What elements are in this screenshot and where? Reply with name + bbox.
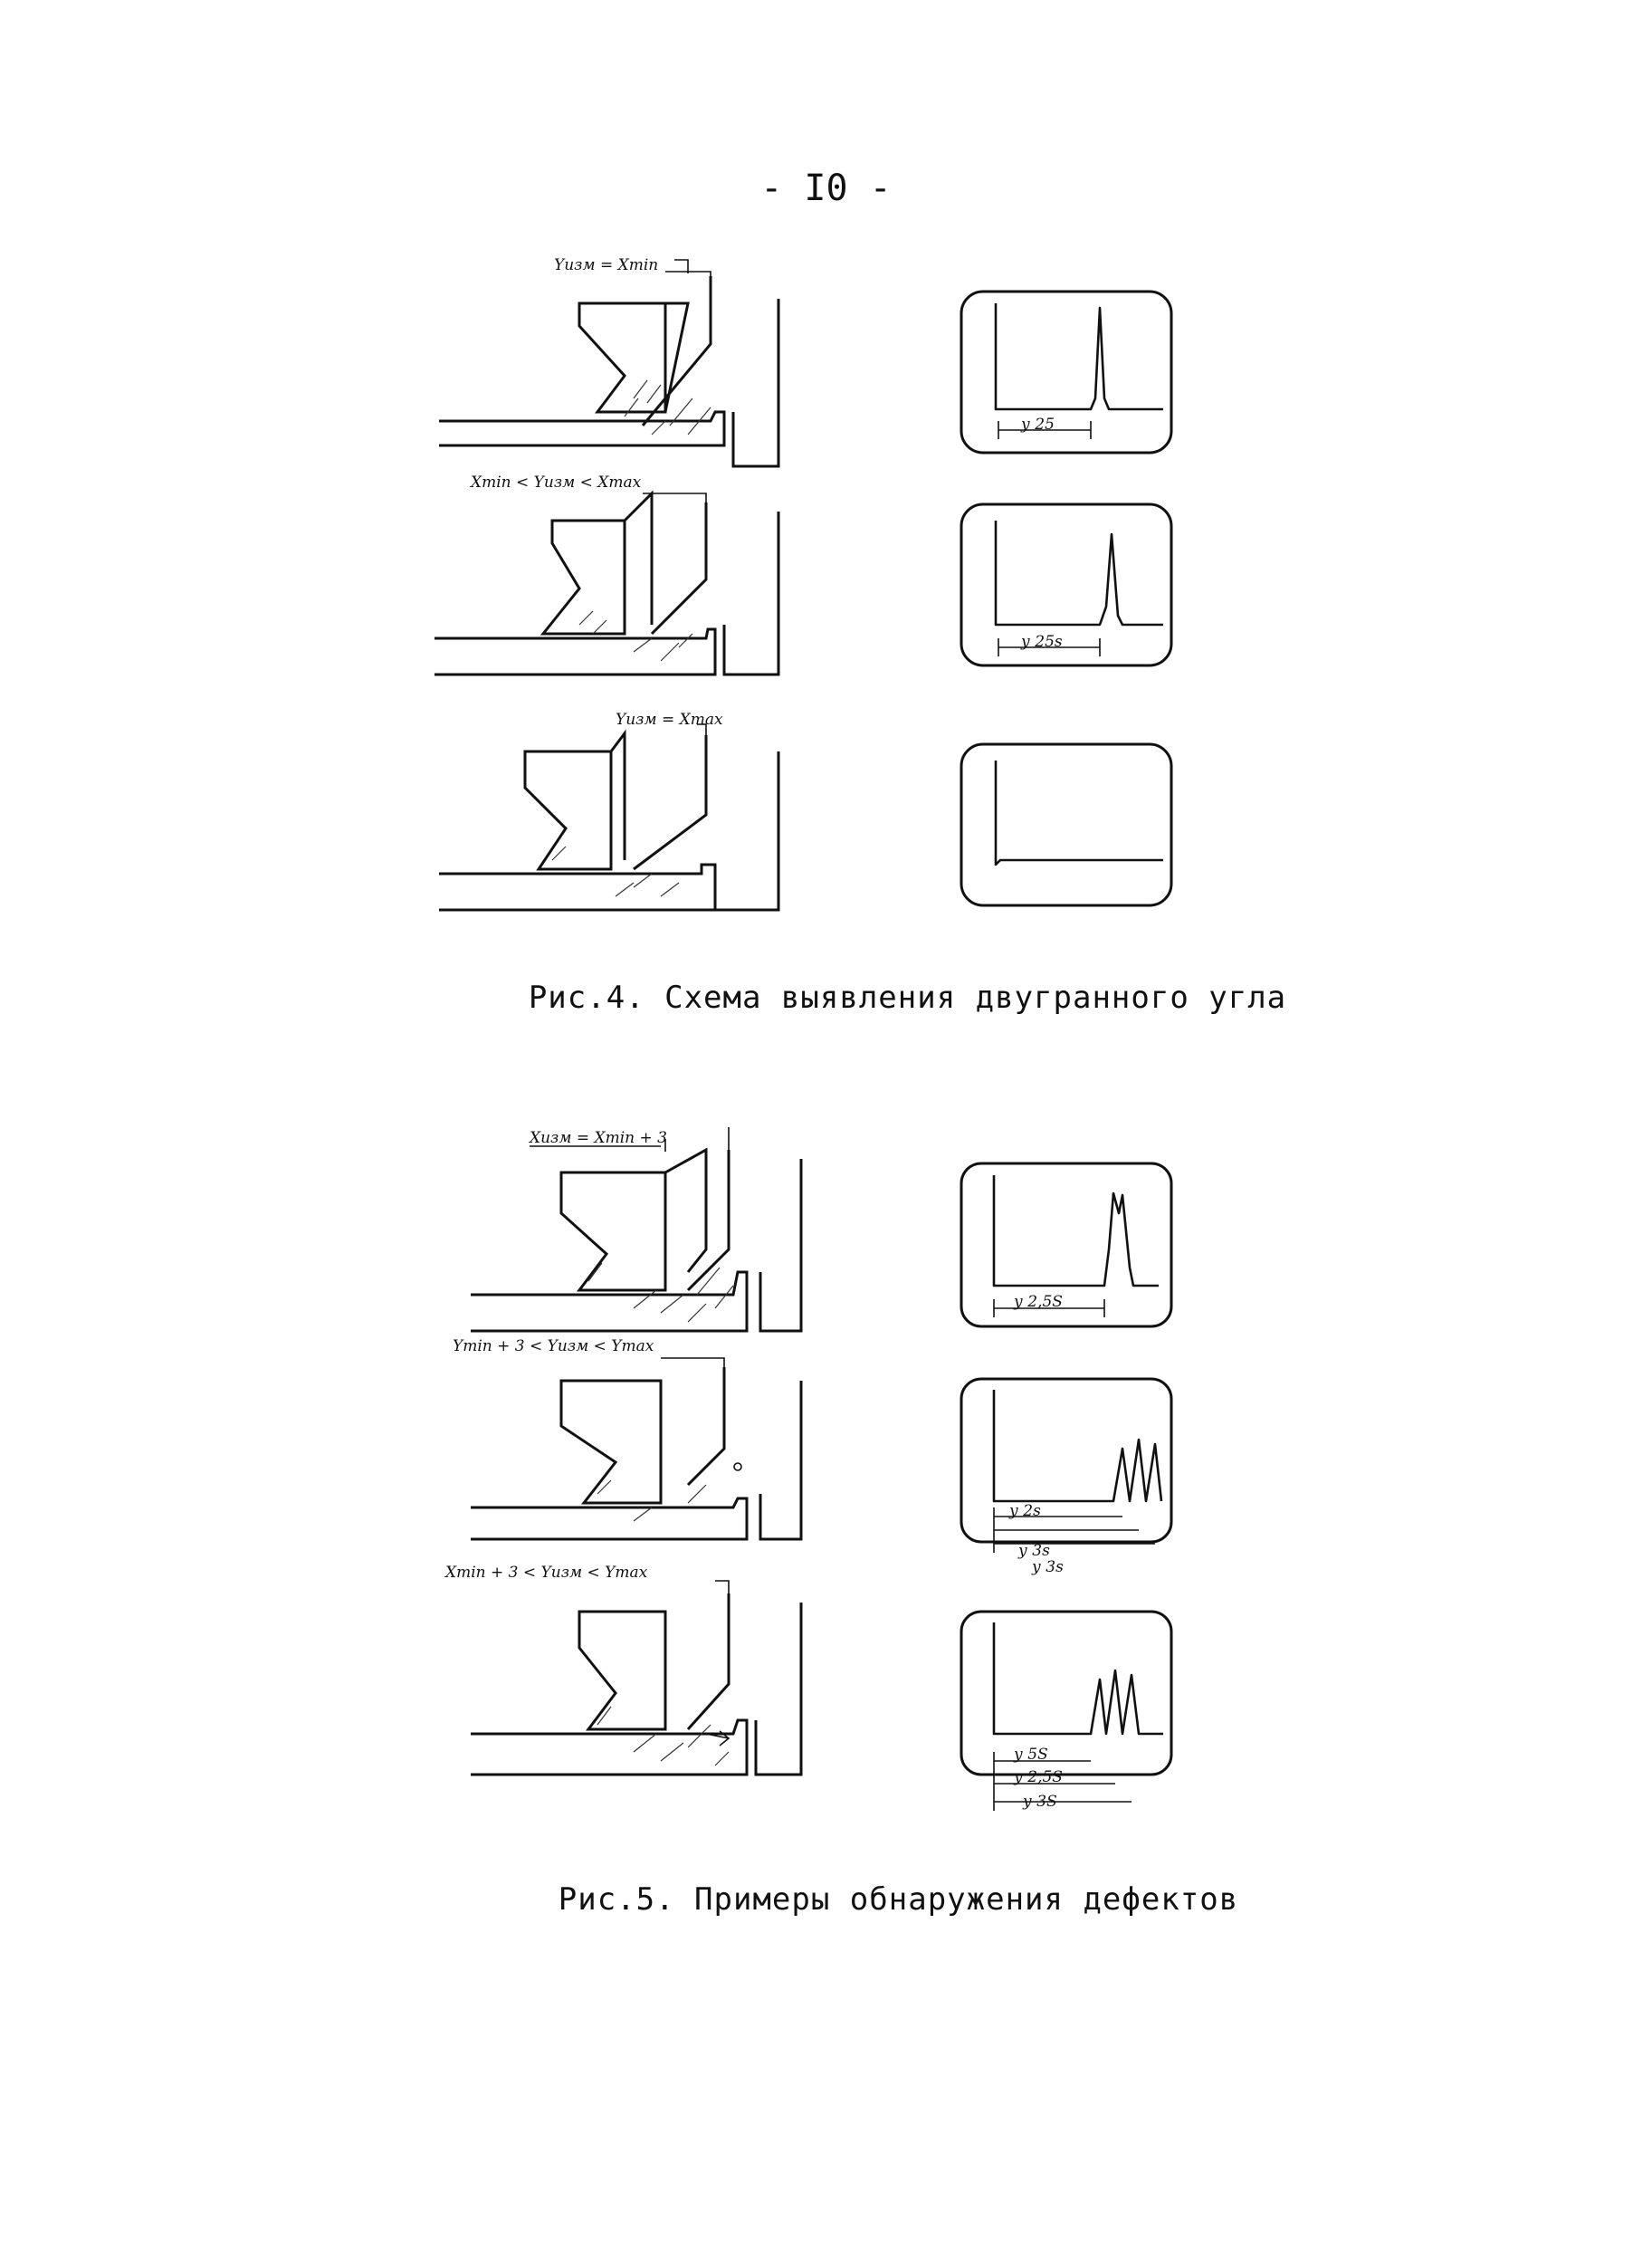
fig4-row-2: Xmin < Yизм < Xmax xyxy=(434,474,780,676)
fig5-screen1-label-1: у 2,5S xyxy=(1013,1293,1063,1311)
fig5-screen3-label-1: у 5S xyxy=(1013,1746,1048,1764)
fig4-screen-1: у 25 xyxy=(960,290,1173,455)
fig5-screen-2: у 2s у 3s у 3s xyxy=(960,1377,1173,1576)
fig4-row-1: Yизм = Xmin xyxy=(439,256,780,468)
page-number: - I0 - xyxy=(760,167,892,209)
fig5-screen2-label-3: у 3s xyxy=(1031,1558,1064,1576)
figure5-caption: Рис.5. Примеры обнаружения дефектов xyxy=(558,1881,1239,1918)
fig5-row2-condition: Ymin + 3 < Yизм < Ymax xyxy=(453,1337,654,1355)
fig5-row1-condition: Xизм = Xmin + 3 xyxy=(528,1129,667,1147)
fig4-row-3: Yизм = Xmax xyxy=(439,711,780,912)
fig4-row1-condition: Yизм = Xmin xyxy=(554,256,658,274)
figure4-caption: Рис.4. Схема выявления двугранного угла xyxy=(528,980,1287,1016)
fig4-screen-2: у 25s xyxy=(960,502,1173,667)
fig4-screen1-label: у 25 xyxy=(1020,416,1055,434)
fig5-screen2-label-1: у 2s xyxy=(1008,1502,1041,1520)
fig5-screen3-label-2: у 2,5S xyxy=(1013,1768,1063,1786)
fig5-row-3: Xmin + 3 < Yизм < Ymax xyxy=(444,1564,803,1776)
fig4-screen2-label: у 25s xyxy=(1020,633,1063,651)
fig5-row-1: Xизм = Xmin + 3 xyxy=(471,1127,803,1333)
fig5-row3-condition: Xmin + 3 < Yизм < Ymax xyxy=(444,1564,648,1582)
fig4-row1-plate xyxy=(439,299,780,468)
fig4-screen-3 xyxy=(960,742,1173,907)
fig5-screen3-label-3: у 3S xyxy=(1022,1793,1057,1811)
fig5-screen-3: у 5S у 2,5S у 3S xyxy=(960,1610,1173,1811)
fig4-row3-condition: Yизм = Xmax xyxy=(616,711,723,729)
fig5-screen2-label-2: у 3s xyxy=(1017,1542,1050,1560)
fig5-screen-1: у 2,5S xyxy=(960,1162,1173,1328)
fig4-row2-condition: Xmin < Yизм < Xmax xyxy=(469,474,642,492)
fig5-row-2: Ymin + 3 < Yизм < Ymax xyxy=(453,1337,803,1541)
